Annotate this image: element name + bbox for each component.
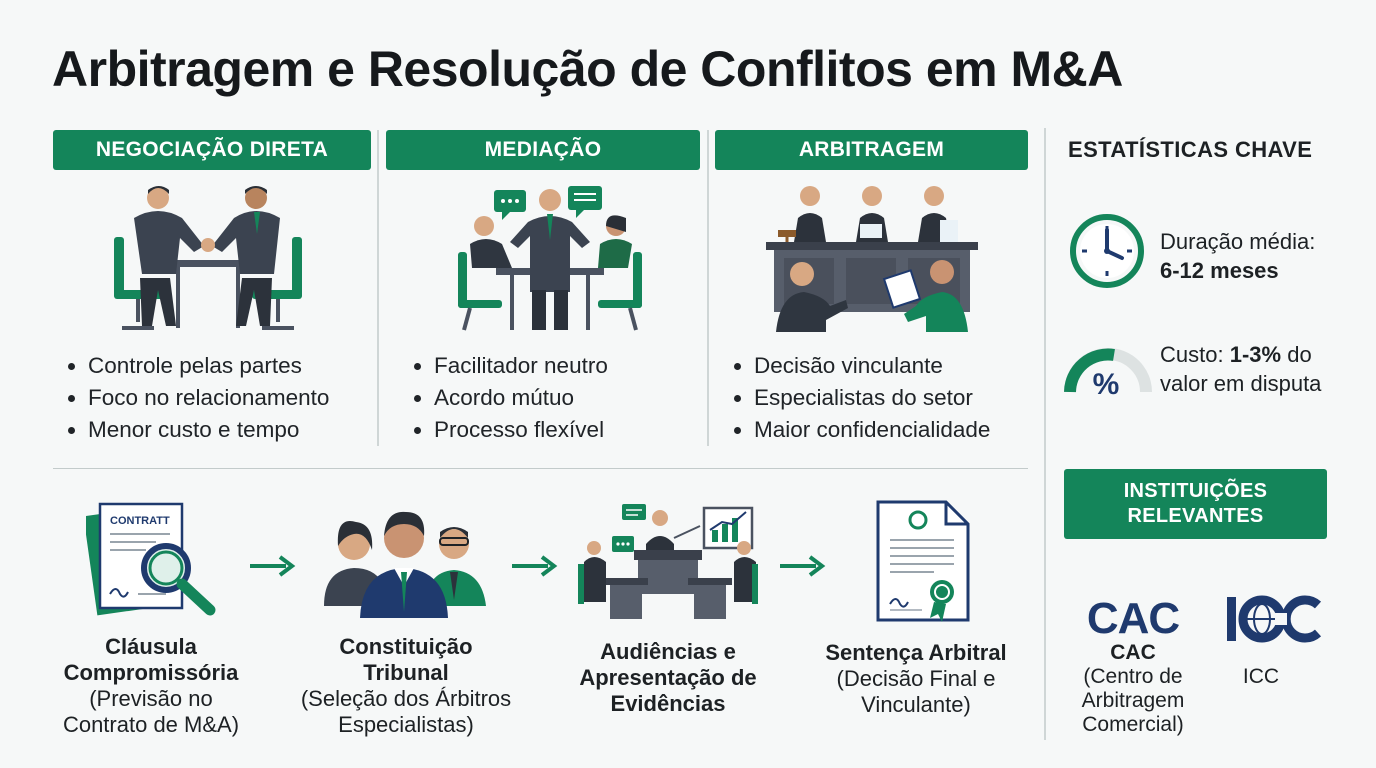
tribunal-members-icon	[324, 511, 486, 618]
contract-label: CONTRATT	[110, 515, 170, 527]
duration-value: 6-12 meses	[1160, 258, 1279, 283]
list-item: Processo flexível	[412, 414, 608, 446]
cost-line2: valor em disputa	[1160, 371, 1322, 396]
cost-value: 1-3%	[1229, 342, 1282, 367]
handshake-negotiation-icon	[114, 186, 302, 330]
list-item: Foco no relacionamento	[66, 382, 329, 414]
mediation-meeting-icon	[458, 186, 642, 331]
duration-label: Duração média:	[1160, 229, 1316, 254]
step-constituicao: Constituição Tribunal (Seleção dos Árbit…	[290, 634, 522, 738]
institutions-header-line1: INSTITUIÇÕES	[1123, 480, 1268, 502]
step-title-line: Evidências	[610, 691, 726, 716]
list-item: Maior confidencialidade	[732, 414, 990, 446]
step-title-line: Sentença Arbitral	[825, 640, 1007, 665]
stat-cost: Custo: 1-3% do valor em disputa	[1160, 340, 1321, 398]
arbitral-award-document-icon	[876, 500, 970, 622]
cost-suffix: do	[1287, 342, 1312, 367]
step-title-line: Cláusula	[105, 634, 197, 659]
cac-name: CAC (Centro de Arbitragem Comercial)	[1068, 641, 1198, 737]
step-sub-line: (Seleção dos Árbitros	[300, 686, 512, 711]
method-header-mediacao: MEDIAÇÃO	[386, 130, 700, 170]
method-header-negociacao: NEGOCIAÇÃO DIRETA	[53, 130, 371, 170]
institutions-header-line2: RELEVANTES	[1127, 505, 1264, 527]
step-title-line: Audiências e	[600, 639, 736, 664]
contract-search-icon: CONTRATT	[86, 502, 216, 616]
step-clausula: Cláusula Compromissória (Previsão no Con…	[40, 634, 262, 738]
list-item: Especialistas do setor	[732, 382, 990, 414]
cac-logo: CAC	[1086, 594, 1180, 643]
step-title-line: Compromissória	[63, 660, 239, 685]
arbitration-tribunal-icon	[766, 186, 978, 332]
sidebar-divider	[1044, 128, 1046, 740]
arrow-right-icon	[250, 555, 296, 577]
bullets-negociacao: Controle pelas partes Foco no relacionam…	[66, 350, 329, 446]
step-sub-line: Vinculante)	[861, 692, 971, 717]
method-header-arbitragem: ARBITRAGEM	[715, 130, 1028, 170]
step-title-line: Apresentação de	[579, 665, 757, 690]
step-sub-line: (Previsão no	[89, 686, 213, 711]
step-title-line: Constituição	[339, 634, 473, 659]
percent-symbol: %	[1093, 368, 1120, 400]
bullets-mediacao: Facilitador neutro Acordo mútuo Processo…	[412, 350, 608, 446]
column-divider	[707, 130, 709, 446]
step-sub-line: Especialistas)	[338, 712, 474, 737]
cost-label: Custo:	[1160, 342, 1224, 367]
cac-name-line: CAC	[1110, 641, 1156, 664]
list-item: Facilitador neutro	[412, 350, 608, 382]
step-sentenca: Sentença Arbitral (Decisão Final e Vincu…	[806, 640, 1026, 718]
hearing-evidence-icon	[578, 504, 758, 619]
column-divider	[377, 130, 379, 446]
institutions-header: INSTITUIÇÕES RELEVANTES	[1064, 469, 1327, 539]
arrow-right-icon	[780, 555, 826, 577]
stat-duration: Duração média: 6-12 meses	[1160, 227, 1315, 285]
clock-icon	[1070, 214, 1144, 288]
cac-name-line: Comercial)	[1082, 713, 1184, 736]
cac-name-line: (Centro de	[1083, 665, 1183, 688]
icc-name: ICC	[1242, 665, 1280, 688]
icc-logo	[1227, 595, 1322, 643]
section-divider	[53, 468, 1028, 469]
step-audiencias: Audiências e Apresentação de Evidências	[552, 639, 784, 717]
arrow-right-icon	[512, 555, 558, 577]
step-sub-line: (Decisão Final e	[836, 666, 996, 691]
list-item: Decisão vinculante	[732, 350, 990, 382]
step-title-line: Tribunal	[363, 660, 449, 685]
cac-name-line: Arbitragem	[1081, 689, 1185, 712]
page-title: Arbitragem e Resolução de Conflitos em M…	[52, 41, 1123, 97]
bullets-arbitragem: Decisão vinculante Especialistas do seto…	[732, 350, 990, 446]
list-item: Controle pelas partes	[66, 350, 329, 382]
list-item: Acordo mútuo	[412, 382, 608, 414]
list-item: Menor custo e tempo	[66, 414, 329, 446]
step-sub-line: Contrato de M&A)	[62, 712, 240, 737]
stats-title: ESTATÍSTICAS CHAVE	[1068, 137, 1313, 162]
percent-gauge-icon: %	[1064, 348, 1152, 400]
